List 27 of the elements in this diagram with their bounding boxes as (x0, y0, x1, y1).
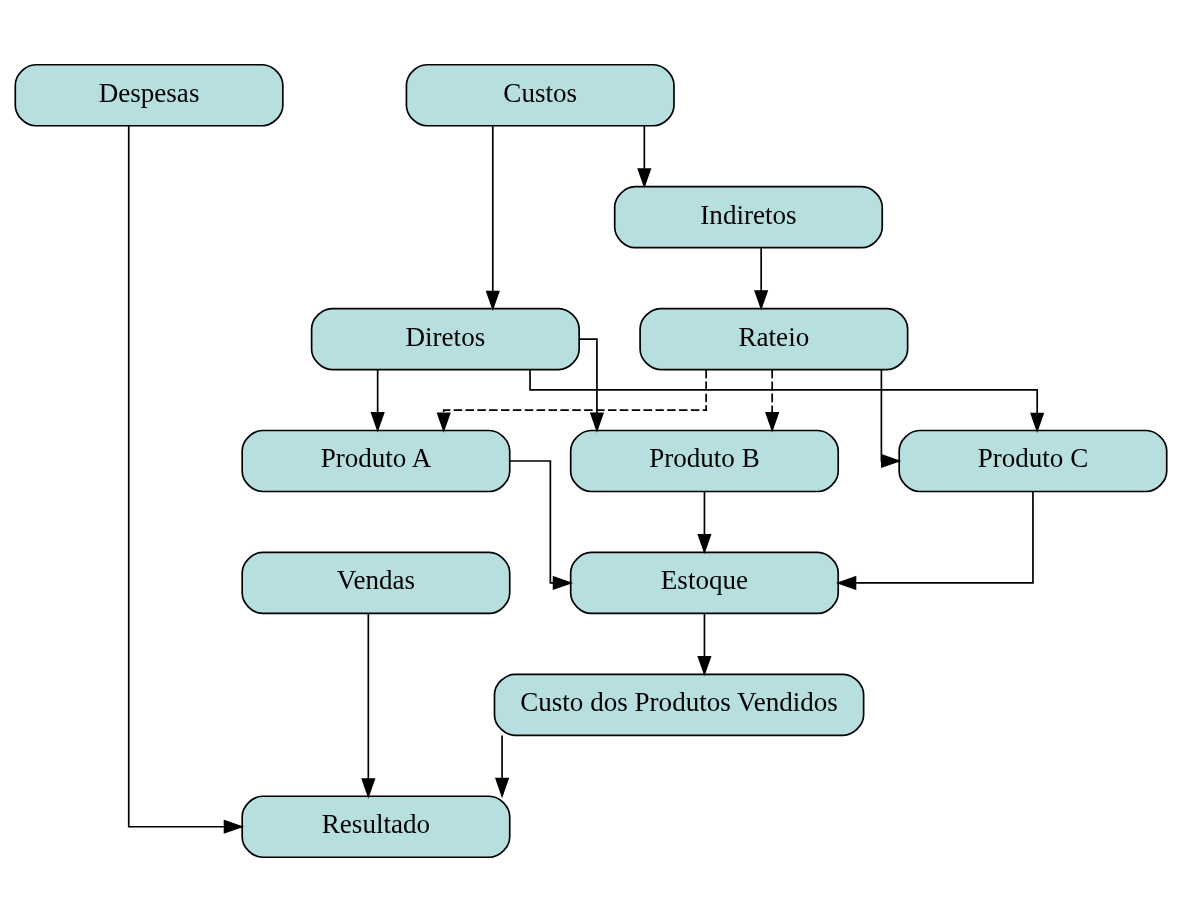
node-box: Diretos (310, 307, 580, 371)
arrow (485, 125, 500, 311)
arrow (637, 125, 652, 189)
arrow (127, 124, 245, 834)
arrow (436, 368, 707, 433)
node-box: Produto C (898, 429, 1168, 493)
node-box: Estoque (569, 551, 840, 615)
node-box: Indiretos (613, 185, 884, 249)
node-box: Custo dos Produtos Vendidos (493, 673, 865, 737)
arrow (361, 612, 376, 799)
arrow (765, 369, 780, 433)
arrow (754, 247, 769, 311)
arrow (370, 369, 385, 433)
arrow (697, 490, 712, 555)
node-box: Vendas (241, 551, 511, 615)
arrow (697, 612, 712, 677)
node-box: Produto A (241, 429, 511, 493)
node-box: Rateio (639, 307, 909, 371)
arrow (836, 490, 1034, 591)
arrow (529, 368, 1045, 433)
node-box: Produto B (569, 429, 840, 493)
node-box: Custos (405, 63, 675, 127)
node-box: Resultado (241, 795, 511, 859)
arrow (509, 460, 574, 591)
node-box: Despesas (14, 63, 284, 127)
arrow (495, 734, 510, 799)
arrow (880, 369, 902, 469)
